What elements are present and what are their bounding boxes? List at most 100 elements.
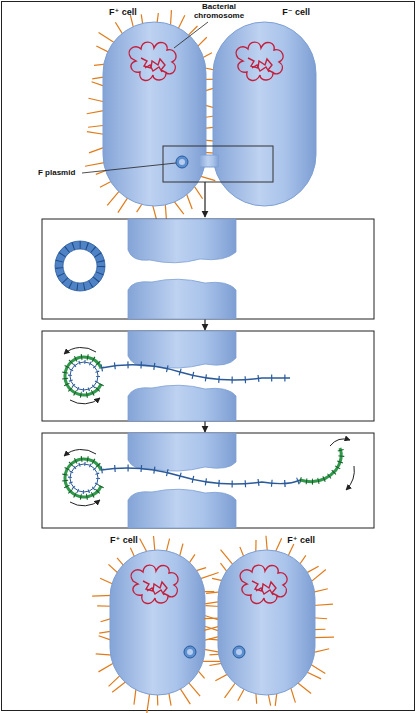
zoom-box (163, 146, 273, 182)
plasmid-outline (63, 249, 97, 283)
rotation-arrow (64, 347, 96, 354)
f-plasmid (176, 156, 188, 168)
conjugation-bridge (199, 155, 219, 167)
pilus (310, 664, 326, 674)
pilus (186, 193, 192, 209)
synthesis-arrow (346, 466, 354, 490)
cell-wall (128, 433, 236, 471)
pilus (188, 682, 200, 697)
pilus (89, 147, 105, 153)
bridge-edge (200, 155, 218, 156)
new-strand-base-pairs (65, 357, 101, 395)
complementary-strand (300, 448, 341, 482)
transferred-strand-base-pairs (101, 365, 290, 380)
zoom-panel (42, 433, 374, 528)
pilus (201, 661, 221, 662)
pilus (107, 190, 120, 205)
template-strand (70, 362, 98, 390)
bacterial-chromosome (240, 565, 287, 603)
pilus (112, 681, 126, 692)
cell-label: F⁺ cell (109, 7, 137, 18)
bacterial-cell: F⁺ cell (218, 550, 315, 695)
plasmid-base-pairs (59, 245, 101, 287)
part-label: F plasmid (38, 168, 98, 177)
transferred-strand (101, 365, 290, 380)
transferred-strand (101, 468, 300, 484)
template-strand (70, 464, 98, 492)
pilus (147, 692, 150, 713)
bacterial-chromosome (129, 42, 176, 80)
plasmid-ring (59, 245, 101, 287)
pilus (109, 675, 121, 687)
f-plasmid (184, 646, 196, 658)
cell-body (213, 22, 316, 206)
pilus (88, 125, 105, 127)
cell-wall (128, 279, 236, 319)
template-base-pairs (70, 362, 98, 390)
pilus (203, 626, 219, 631)
pilus (165, 203, 166, 224)
step-arrow (204, 182, 205, 217)
new-strand (65, 459, 101, 497)
pilus (203, 636, 220, 640)
cell-wall (128, 219, 236, 263)
synthesis-arrow (330, 439, 350, 446)
cell-label: F⁻ cell (282, 7, 310, 18)
step-arrow (204, 319, 205, 330)
leader-line (82, 163, 176, 173)
cell-body (110, 550, 205, 695)
rotation-arrow (70, 500, 100, 506)
cell-label: F⁺ cell (110, 535, 138, 546)
f-plasmid-center (179, 159, 185, 165)
f-plasmid-center (187, 649, 193, 655)
leader-line (174, 22, 208, 48)
new-strand-base-pairs (65, 459, 101, 497)
cell-wall (128, 385, 236, 421)
template-base-pairs (70, 464, 98, 492)
pilus (87, 110, 105, 113)
rotation-arrow (70, 398, 100, 404)
pilus (313, 604, 333, 605)
bacterial-cell: F⁺ cell (103, 22, 206, 206)
bridge-edge (200, 167, 218, 168)
zoom-panel (42, 219, 374, 319)
cell-body (218, 550, 315, 695)
pilus (88, 98, 104, 102)
part-label: Bacterial chromosome (188, 2, 250, 20)
cell-outline (213, 22, 316, 206)
bacterial-cell: F⁻ cell (213, 22, 316, 206)
cell-body (103, 22, 206, 206)
cell-label: F⁺ cell (287, 535, 315, 546)
bacterial-chromosome (131, 565, 178, 603)
pilus (313, 637, 334, 639)
f-plasmid (233, 646, 245, 658)
pilus (118, 197, 128, 213)
rotation-arrow (64, 449, 96, 456)
plasmid-outline (55, 241, 105, 291)
cell-wall (128, 489, 236, 528)
complementary-strand-base-pairs (300, 448, 341, 482)
pilus (310, 570, 326, 583)
transferred-strand-base-pairs (101, 468, 300, 484)
zoom-panel (42, 331, 374, 421)
step-arrow (204, 421, 205, 432)
pilus (203, 602, 220, 605)
pilus (99, 33, 116, 44)
pilus (85, 162, 106, 166)
f-plasmid-center (236, 649, 242, 655)
pilus (225, 682, 237, 698)
pilus (221, 550, 234, 566)
pilus (98, 663, 114, 672)
pilus (92, 595, 112, 597)
new-strand (65, 357, 101, 395)
pilus (199, 572, 219, 579)
cell-wall (128, 331, 236, 368)
cell-outline (103, 22, 206, 206)
pilus (87, 132, 105, 135)
pilus (179, 687, 190, 704)
bacterial-chromosome (236, 42, 283, 80)
